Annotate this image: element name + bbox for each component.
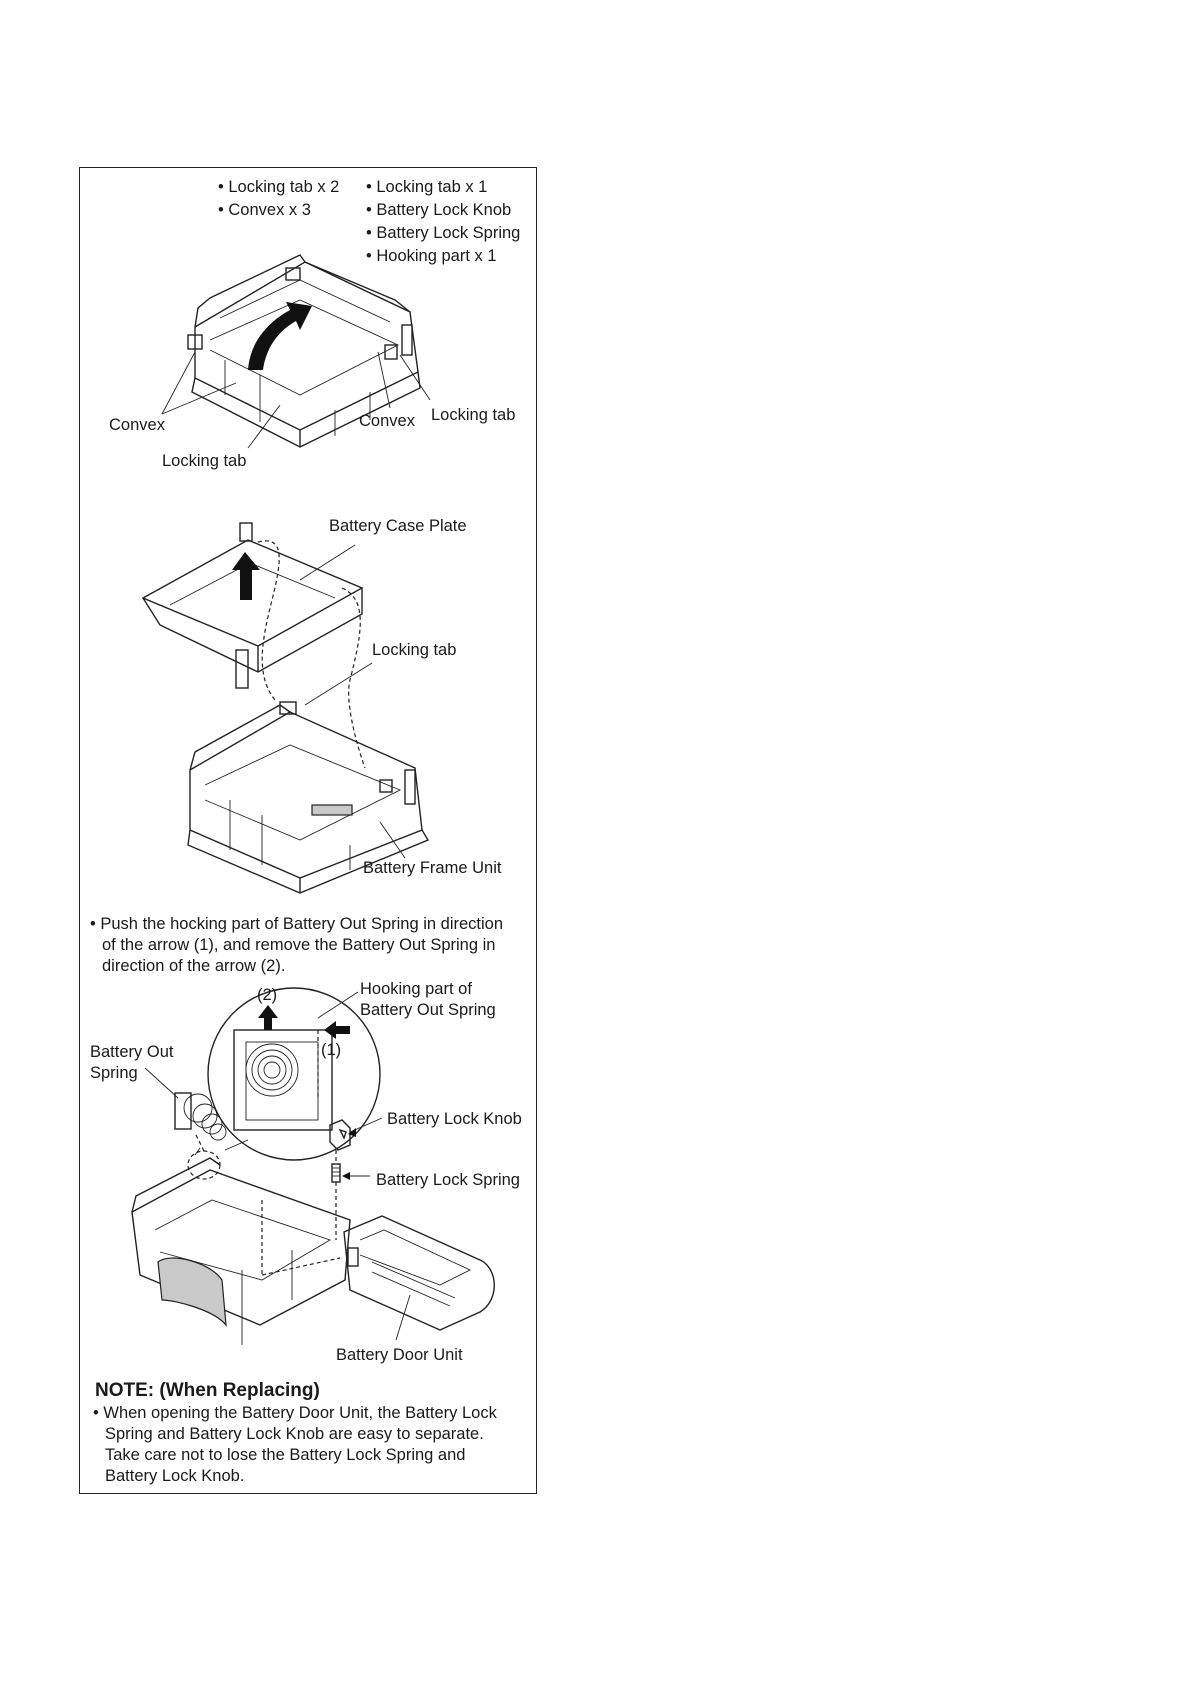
list-item: Hooking part x 1 [366, 245, 520, 268]
instruction-line: of the arrow (1), and remove the Battery… [102, 936, 496, 954]
instruction-line: Push the hocking part of Battery Out Spr… [90, 914, 530, 935]
callout-locking-tab: Locking tab [372, 641, 457, 659]
callout-arrow-1: (1) [321, 1041, 342, 1059]
note-line: When opening the Battery Door Unit, the … [93, 1403, 533, 1424]
callout-convex-right: Convex [359, 412, 415, 430]
instruction-line: direction of the arrow (2). [102, 957, 286, 975]
removal-list-left: Locking tab x 2 Convex x 3 [218, 176, 339, 222]
list-item: Convex x 3 [218, 199, 339, 222]
note-title: NOTE: (When Replacing) [95, 1380, 320, 1401]
callout-hooking-part: Hooking part of Battery Out Spring [360, 980, 496, 1019]
callout-locking-tab-bottom: Locking tab [162, 452, 247, 470]
callout-battery-lock-knob: Battery Lock Knob [387, 1110, 522, 1128]
note-line: Take care not to lose the Battery Lock S… [105, 1446, 466, 1464]
note-line: Battery Lock Knob. [105, 1467, 245, 1485]
callout-arrow-2: (2) [257, 986, 278, 1004]
callout-battery-frame-unit: Battery Frame Unit [363, 859, 502, 877]
step3-instruction: Push the hocking part of Battery Out Spr… [90, 914, 530, 977]
removal-list-right: Locking tab x 1 Battery Lock Knob Batter… [366, 176, 520, 268]
callout-battery-out-spring: Battery Out Spring [90, 1043, 174, 1082]
list-item: Locking tab x 1 [366, 176, 520, 199]
list-item: Locking tab x 2 [218, 176, 339, 199]
instruction-frame [79, 167, 537, 1494]
callout-locking-tab-right: Locking tab [431, 406, 516, 424]
list-item: Battery Lock Knob [366, 199, 520, 222]
note-line: Spring and Battery Lock Knob are easy to… [105, 1425, 484, 1443]
callout-battery-lock-spring: Battery Lock Spring [376, 1171, 520, 1189]
callout-battery-door-unit: Battery Door Unit [336, 1346, 463, 1364]
note-text: When opening the Battery Door Unit, the … [93, 1403, 533, 1487]
callout-battery-case-plate: Battery Case Plate [329, 517, 467, 535]
list-item: Battery Lock Spring [366, 222, 520, 245]
callout-convex-left: Convex [109, 416, 165, 434]
